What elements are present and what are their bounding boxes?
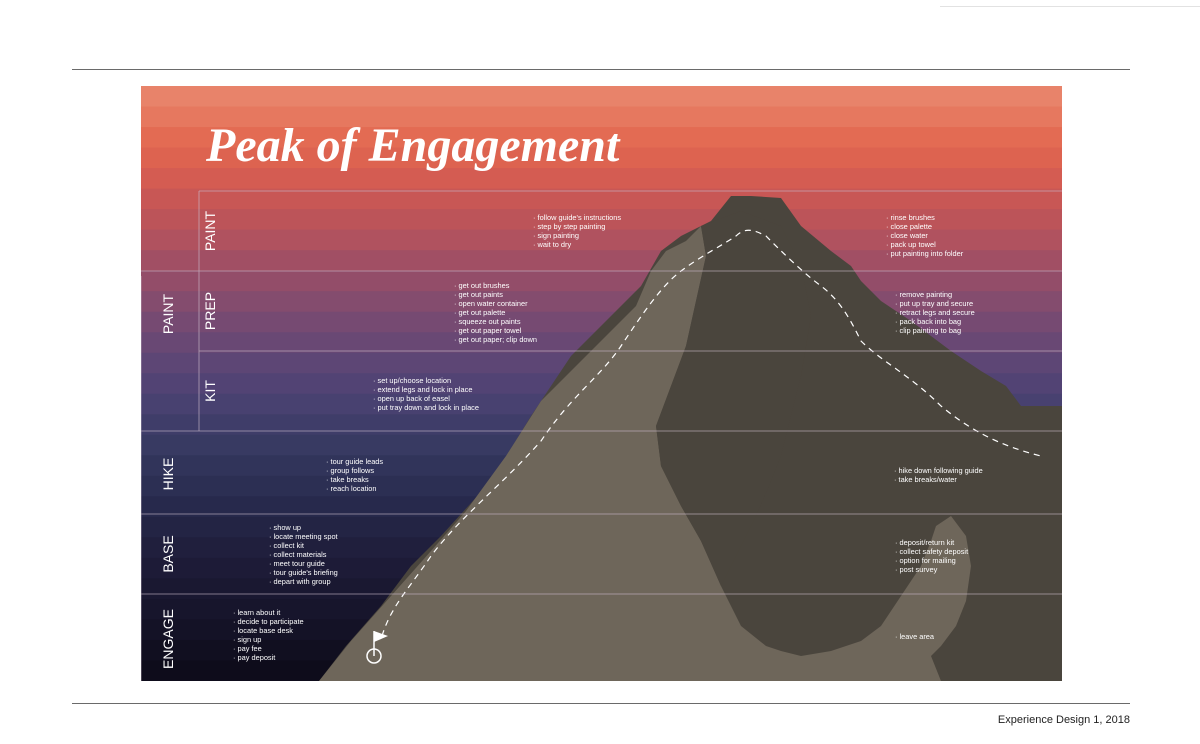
ascent-note-hike: · take breaks <box>326 475 369 484</box>
ascent-note-prep: · get out paper; clip down <box>454 335 537 344</box>
descent-note-prep: · put up tray and secure <box>895 299 973 308</box>
ascent-note-engage: · pay fee <box>233 644 262 653</box>
ascent-note-paint: · follow guide's instructions <box>533 213 621 222</box>
descent-note-hike: · take breaks/water <box>894 475 957 484</box>
ascent-note-base: · meet tour guide <box>269 559 325 568</box>
ascent-note-engage: · sign up <box>233 635 261 644</box>
descent-note-paint: · put painting into folder <box>886 249 964 258</box>
ascent-note-prep: · get out palette <box>454 308 505 317</box>
sky-band <box>141 147 1062 169</box>
stage-label-hike: HIKE <box>160 458 176 491</box>
descent-note-paint: · close water <box>886 231 928 240</box>
footer-credit: Experience Design 1, 2018 <box>997 714 1130 726</box>
sky-band <box>141 209 1062 231</box>
descent-note-base: · collect safety deposit <box>895 547 968 556</box>
ascent-note-engage: · locate base desk <box>233 626 293 635</box>
ascent-note-base: · collect kit <box>269 541 304 550</box>
ascent-note-engage: · pay deposit <box>233 653 275 662</box>
sky-band <box>141 127 1062 149</box>
descent-note-prep: · clip painting to bag <box>895 326 961 335</box>
ascent-note-hike: · reach location <box>326 484 377 493</box>
ascent-note-prep: · open water container <box>454 299 528 308</box>
descent-note-prep: · remove painting <box>895 290 952 299</box>
sky-band <box>141 106 1062 128</box>
ascent-note-base: · locate meeting spot <box>269 532 338 541</box>
stage-label-base: BASE <box>160 535 176 572</box>
step-notes: · follow guide's instructions· step by s… <box>233 213 983 662</box>
stage-grid <box>141 190 1062 681</box>
mountain-face <box>319 226 971 681</box>
ascent-note-kit: · open up back of easel <box>373 394 450 403</box>
sky-band <box>141 188 1062 210</box>
ascent-note-kit: · set up/choose location <box>373 376 451 385</box>
descent-note-prep: · pack back into bag <box>895 317 961 326</box>
sky-band <box>141 270 1062 292</box>
ascent-note-kit: · extend legs and lock in place <box>373 385 472 394</box>
top-tab-edge <box>940 0 1200 7</box>
ascent-note-base: · depart with group <box>269 577 331 586</box>
ascent-note-prep: · squeeze out paints <box>454 317 521 326</box>
sky-band <box>141 168 1062 190</box>
ascent-note-paint: · sign painting <box>533 231 579 240</box>
descent-note-paint: · close palette <box>886 222 932 231</box>
descent-note-paint: · pack up towel <box>886 240 936 249</box>
stage-label-paint: PAINT <box>202 210 218 251</box>
start-flag-icon <box>366 631 388 664</box>
ascent-note-paint: · wait to dry <box>533 240 571 249</box>
sky-band <box>141 229 1062 251</box>
ascent-note-prep: · get out paints <box>454 290 503 299</box>
trail-path <box>381 229 1042 637</box>
descent-note-paint: · rinse brushes <box>886 213 935 222</box>
stage-label-kit: KIT <box>202 380 218 402</box>
ascent-note-hike: · group follows <box>326 466 374 475</box>
descent-note-hike: · hike down following guide <box>894 466 983 475</box>
top-divider <box>72 69 1130 70</box>
ascent-note-base: · show up <box>269 523 301 532</box>
descent-note-base: · option for mailing <box>895 556 956 565</box>
journey-poster: Peak of Engagement PAINT PAINT PREP KIT … <box>141 86 1062 681</box>
ascent-note-engage: · learn about it <box>233 608 280 617</box>
ascent-note-paint: · step by step painting <box>533 222 605 231</box>
ascent-note-hike: · tour guide leads <box>326 457 383 466</box>
bottom-divider <box>72 703 1130 704</box>
mountain-ridge <box>656 211 811 586</box>
stage-label-prep: PREP <box>202 292 218 330</box>
stage-label-engage: ENGAGE <box>160 609 176 669</box>
ascent-note-engage: · decide to participate <box>233 617 304 626</box>
descent-note-base: · post survey <box>895 565 938 574</box>
poster-title: Peak of Engagement <box>205 119 621 172</box>
ascent-note-base: · collect materials <box>269 550 327 559</box>
poster-canvas: Peak of Engagement PAINT PAINT PREP KIT … <box>141 86 1062 681</box>
sky-band <box>141 86 1062 108</box>
phase-label-paint-group: PAINT <box>160 293 176 334</box>
ascent-note-prep: · get out brushes <box>454 281 510 290</box>
ascent-note-prep: · get out paper towel <box>454 326 522 335</box>
descent-note-base: · deposit/return kit <box>895 538 954 547</box>
ascent-note-kit: · put tray down and lock in place <box>373 403 479 412</box>
ascent-note-base: · tour guide's briefing <box>269 568 338 577</box>
descent-note-prep: · retract legs and secure <box>895 308 975 317</box>
descent-note-engage: · leave area <box>895 632 935 641</box>
